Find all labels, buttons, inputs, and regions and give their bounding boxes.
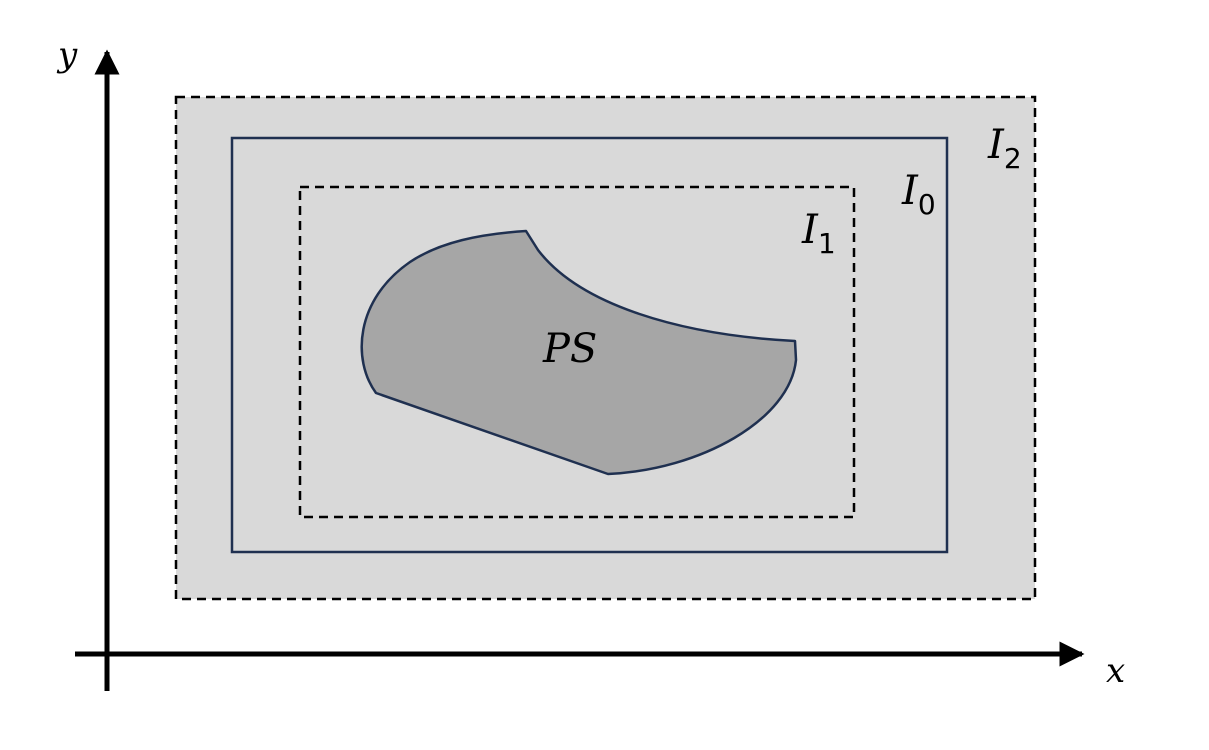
ps-shape [360, 229, 798, 476]
ps-label: PS [542, 326, 597, 372]
region-i1-label: I1 [801, 207, 836, 260]
region-i2-label: I2 [987, 122, 1022, 175]
region-i0-label: I0 [901, 168, 936, 221]
x-axis-label: x [1106, 651, 1125, 691]
y-axis-label: y [56, 35, 78, 75]
